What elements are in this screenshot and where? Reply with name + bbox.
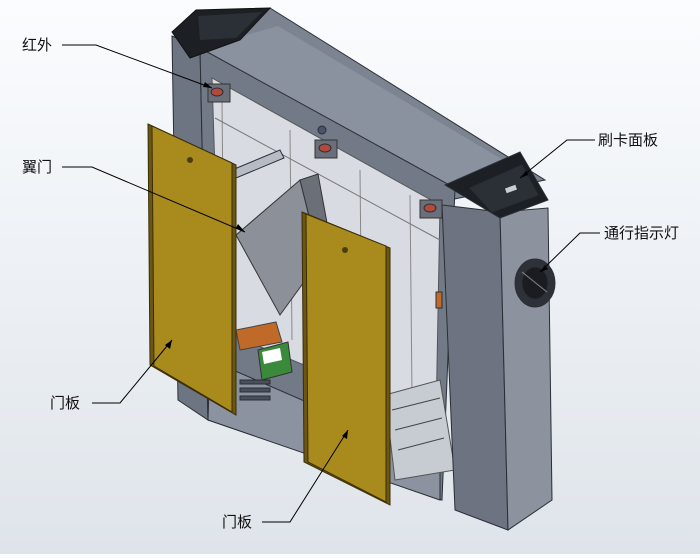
label-infrared: 红外 — [22, 36, 53, 54]
leader-door-left — [92, 339, 173, 404]
label-wing-gate: 翼门 — [22, 158, 53, 176]
label-card-reader-panel: 刷卡面板 — [598, 131, 659, 149]
leader-wing-gate — [62, 166, 246, 233]
label-door-panel-left: 门板 — [50, 394, 81, 412]
infrared-sensor-3 — [423, 203, 437, 213]
door-panel-left — [147, 123, 237, 416]
leader-infrared — [62, 44, 213, 89]
leader-door-bottom — [262, 429, 349, 523]
infrared-sensor-1 — [210, 87, 224, 97]
right-pillar — [441, 151, 556, 531]
door-panel-right — [301, 211, 391, 506]
label-traffic-indicator: 通行指示灯 — [604, 224, 680, 242]
infrared-sensor-2 — [318, 143, 332, 153]
arrow-heads — [165, 82, 548, 439]
leader-card-reader — [519, 139, 595, 179]
leader-lines — [62, 44, 600, 523]
leader-indicator — [539, 232, 600, 273]
label-door-panel-bottom: 门板 — [222, 513, 253, 531]
